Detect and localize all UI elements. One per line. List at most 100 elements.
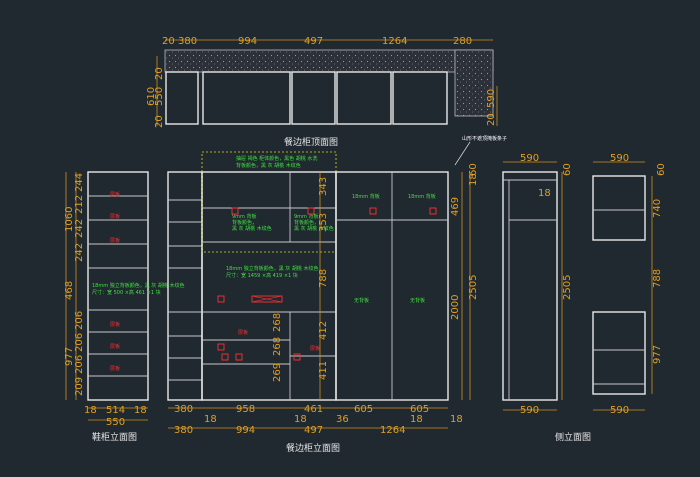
svg-text:740: 740	[652, 199, 663, 218]
svg-text:层板: 层板	[110, 365, 120, 372]
svg-text:605: 605	[410, 404, 429, 415]
svg-text:2505: 2505	[468, 275, 479, 300]
top-cabinet-2	[202, 71, 291, 125]
top-right-dim-2: 20	[486, 113, 497, 126]
svg-text:18: 18	[84, 405, 97, 416]
svg-text:380: 380	[174, 404, 193, 415]
svg-text:206: 206	[74, 355, 85, 374]
svg-text:788: 788	[652, 269, 663, 288]
top-cabinet-5	[392, 71, 448, 125]
top-left-dim-1: 610	[146, 87, 157, 106]
leader-note: 山形不遮顶掩板条子	[462, 135, 507, 142]
top-right-dim-1: 590	[486, 89, 497, 108]
side-upper-cabinet	[592, 175, 646, 241]
red-drawer-mark	[251, 295, 283, 303]
svg-text:209: 209	[74, 377, 85, 396]
svg-text:层板: 层板	[238, 329, 248, 336]
svg-text:18: 18	[450, 414, 463, 425]
top-dim-4: 497	[304, 36, 323, 47]
svg-text:无背板: 无背板	[354, 297, 369, 304]
svg-text:242: 242	[74, 243, 85, 262]
svg-text:层板: 层板	[110, 237, 120, 244]
svg-text:1264: 1264	[380, 425, 405, 436]
front-view-title: 餐边柜立面图	[286, 442, 340, 454]
svg-text:977: 977	[64, 347, 75, 366]
svg-text:605: 605	[354, 404, 373, 415]
top-view-title: 餐边柜顶面图	[284, 136, 338, 148]
svg-text:18: 18	[410, 414, 423, 425]
svg-text:黑 灰 胡桃 木纹色: 黑 灰 胡桃 木纹色	[294, 225, 334, 232]
svg-text:18mm 独立背板颜色，黑 灰 胡桃 木纹色: 18mm 独立背板颜色，黑 灰 胡桃 木纹色	[226, 265, 318, 272]
svg-text:背板颜色，: 背板颜色，	[232, 219, 257, 226]
svg-text:958: 958	[236, 404, 255, 415]
svg-text:590: 590	[610, 153, 629, 164]
svg-text:550: 550	[106, 417, 125, 428]
svg-text:268: 268	[272, 337, 283, 356]
top-dim-5: 1264	[382, 36, 407, 47]
svg-text:994: 994	[236, 425, 255, 436]
svg-text:18: 18	[538, 188, 551, 199]
concrete-wall	[164, 49, 494, 73]
shoe-note-2: 尺寸：宽 500 ×高 461 ×1 块	[92, 289, 161, 296]
svg-text:层板: 层板	[310, 345, 320, 352]
svg-text:尺寸：宽 1459 ×高 419 ×1 块: 尺寸：宽 1459 ×高 419 ×1 块	[226, 272, 298, 279]
svg-text:412: 412	[318, 321, 329, 340]
svg-text:468: 468	[64, 281, 75, 300]
top-cabinet-1	[165, 71, 199, 125]
svg-text:18: 18	[134, 405, 147, 416]
svg-text:206: 206	[74, 333, 85, 352]
top-dim-2: 380	[178, 36, 197, 47]
svg-text:18: 18	[204, 414, 217, 425]
svg-text:60: 60	[468, 163, 479, 176]
top-dim-1: 20	[162, 36, 175, 47]
side-view-1: 590 60 18 2505 590	[502, 153, 573, 416]
svg-text:2000: 2000	[450, 295, 461, 320]
top-dim-3: 994	[238, 36, 257, 47]
svg-text:269: 269	[272, 363, 283, 382]
svg-text:268: 268	[272, 313, 283, 332]
shoe-note-1: 18mm 独立背板颜色，黑 灰 胡桃 木纹色	[92, 282, 184, 289]
front-view: 抽屉 褐色 柜体颜色，黑色 胡桃 水洗 背板颜色， 黑 灰 胡桃 木纹色 9mm …	[167, 151, 479, 454]
svg-text:层板: 层板	[110, 343, 120, 350]
top-left-dim-4: 20	[154, 115, 165, 128]
shoe-view-title: 鞋柜立面图	[92, 431, 137, 443]
svg-text:514: 514	[106, 405, 125, 416]
svg-text:380: 380	[174, 425, 193, 436]
svg-text:590: 590	[520, 153, 539, 164]
svg-text:212: 212	[74, 195, 85, 214]
top-dim-6: 280	[453, 36, 472, 47]
side-view-2: 590 60 740 788 977 590 侧立面图	[555, 153, 667, 443]
svg-text:242: 242	[74, 219, 85, 238]
svg-text:977: 977	[652, 345, 663, 364]
svg-text:497: 497	[304, 425, 323, 436]
svg-text:无背板: 无背板	[410, 297, 425, 304]
svg-text:60: 60	[656, 163, 667, 176]
top-cabinet-3	[291, 71, 336, 125]
shoe-cabinet-outline	[87, 171, 149, 401]
svg-text:9mm 背板: 9mm 背板	[232, 213, 257, 220]
svg-text:469: 469	[450, 197, 461, 216]
svg-text:18mm 背板: 18mm 背板	[352, 193, 380, 200]
svg-text:788: 788	[318, 269, 329, 288]
svg-text:18mm 背板: 18mm 背板	[408, 193, 436, 200]
concrete-column	[454, 49, 494, 117]
shoe-cabinet: 层板 层板 层板 层板 层板 层板 18mm 独立背板颜色，黑 灰 胡桃 木纹色…	[64, 171, 184, 443]
top-left-dim-2: 550	[154, 87, 165, 106]
top-left-dim-3: 20	[154, 67, 165, 80]
side-cabinet-outline	[502, 171, 558, 401]
svg-text:206: 206	[74, 311, 85, 330]
svg-text:层板: 层板	[110, 191, 120, 198]
svg-text:244: 244	[74, 173, 85, 192]
svg-text:2505: 2505	[562, 275, 573, 300]
side-lower-cabinet	[592, 311, 646, 395]
svg-text:590: 590	[520, 405, 539, 416]
svg-text:层板: 层板	[110, 321, 120, 328]
svg-text:抽屉 褐色 柜体颜色，黑色 胡桃 水洗: 抽屉 褐色 柜体颜色，黑色 胡桃 水洗	[236, 155, 317, 162]
top-view: 20 380 994 497 1264 280 610 550 20 20 59…	[146, 36, 507, 166]
svg-text:层板: 层板	[110, 213, 120, 220]
svg-text:343: 343	[318, 177, 329, 196]
svg-text:18: 18	[468, 173, 479, 186]
front-main-cabinet	[201, 171, 337, 401]
svg-text:18: 18	[294, 414, 307, 425]
svg-text:36: 36	[336, 414, 349, 425]
